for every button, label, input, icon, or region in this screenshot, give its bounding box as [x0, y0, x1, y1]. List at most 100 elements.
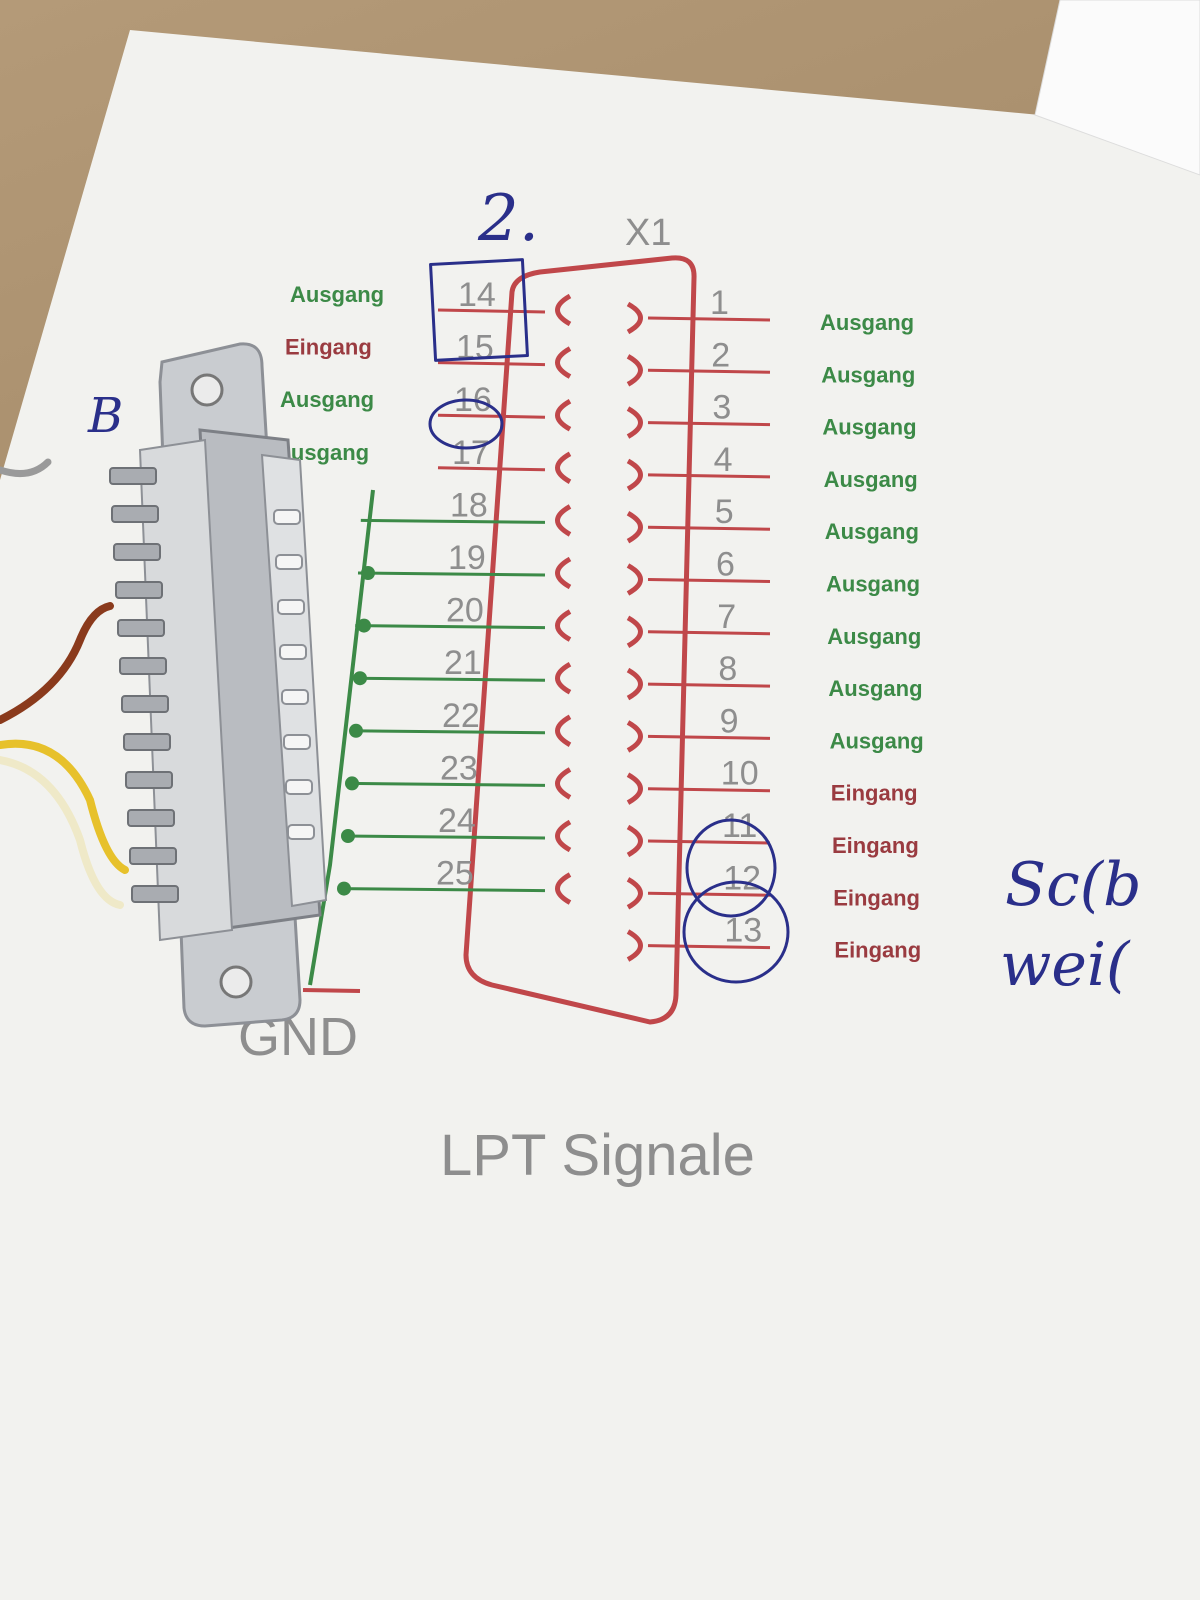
left-pin-25: 25 — [337, 855, 572, 905]
ground-bus — [302, 489, 375, 993]
right-pin-contact — [626, 511, 643, 544]
right-pin-signal: Ausgang — [824, 467, 918, 492]
handwritten-annotations: 2. B Sc(b wei( — [87, 182, 1142, 1000]
connector-title: X1 — [625, 212, 671, 254]
left-pin-contact — [555, 872, 572, 905]
right-pin-signal: Ausgang — [822, 415, 916, 440]
handwritten-box-14-15 — [429, 258, 529, 362]
right-pin-column: 1Ausgang2Ausgang3Ausgang4Ausgang5Ausgang… — [626, 284, 924, 963]
left-pin-number: 18 — [450, 486, 488, 524]
left-pin-19: 19 — [357, 539, 572, 590]
left-pin-contact — [555, 451, 572, 484]
right-pin-signal: Ausgang — [826, 572, 920, 597]
right-pin-contact — [626, 406, 643, 439]
right-pin-signal: Eingang — [834, 938, 921, 963]
right-pin-contact — [626, 720, 643, 753]
right-pin-number: 7 — [717, 598, 736, 636]
left-pin-column: 14Ausgang15Eingang16Ausgang17Ausgang1819… — [275, 276, 572, 905]
right-pin-contact — [626, 877, 643, 910]
left-pin-number: 14 — [458, 276, 496, 314]
left-pin-number: 20 — [446, 592, 484, 630]
right-pin-number: 9 — [720, 702, 739, 740]
left-pin-contact — [555, 767, 572, 800]
diagram-title: LPT Signale — [440, 1123, 755, 1188]
handwritten-note-line2: wei( — [1000, 930, 1131, 1000]
right-pin-signal: Ausgang — [827, 624, 921, 649]
right-pin-number: 5 — [715, 493, 734, 531]
right-pin-contact — [626, 563, 643, 596]
handwritten-circle-13 — [682, 880, 790, 984]
left-pin-number: 22 — [442, 697, 480, 735]
right-pin-contact — [626, 667, 643, 701]
right-pin-number: 3 — [712, 389, 731, 427]
right-pin-signal: Ausgang — [830, 728, 924, 753]
left-pin-18: 18 — [360, 486, 572, 537]
right-pin-signal: Ausgang — [828, 676, 922, 701]
right-pin-number: 10 — [721, 755, 759, 793]
right-pin-signal: Ausgang — [821, 362, 915, 387]
right-pin-contact — [626, 301, 643, 335]
right-pin-number: 6 — [716, 546, 735, 584]
left-pin-contact — [555, 293, 572, 327]
right-pin-number: 4 — [714, 441, 733, 479]
right-pin-contact — [626, 824, 643, 858]
handwritten-left-mark: B — [87, 388, 123, 444]
right-pin-number: 13 — [724, 912, 762, 950]
right-pin-contact — [626, 354, 643, 387]
left-pin-22: 22 — [349, 697, 572, 747]
left-pin-contact — [555, 609, 572, 642]
connector-outline — [463, 255, 697, 1025]
left-pin-number: 23 — [440, 749, 478, 787]
left-pin-number: 17 — [452, 434, 490, 472]
handwritten-circle-17 — [428, 398, 504, 450]
left-pin-signal: Eingang — [285, 335, 372, 360]
left-pin-contact — [555, 662, 572, 695]
right-pin-number: 12 — [723, 859, 761, 897]
left-pin-number: 24 — [438, 802, 476, 840]
handwritten-circle-12 — [685, 818, 777, 918]
left-pin-number: 21 — [444, 644, 482, 682]
left-pin-contact — [555, 504, 572, 537]
left-pin-number: 15 — [456, 329, 494, 367]
right-pin-number: 1 — [710, 284, 729, 322]
right-pin-signal: Ausgang — [825, 519, 919, 544]
left-pin-23: 23 — [345, 749, 572, 800]
right-pin-signal: Eingang — [833, 885, 920, 910]
right-pin-contact — [626, 615, 643, 648]
left-pin-signal: Ausgang — [280, 387, 374, 412]
right-pin-signal: Ausgang — [820, 310, 914, 335]
left-pin-15: 15 Eingang — [285, 329, 572, 379]
handwritten-top-mark: 2. — [477, 182, 539, 256]
right-pin-signal: Eingang — [831, 781, 918, 806]
left-pin-number: 19 — [448, 539, 486, 577]
right-pin-contact — [626, 929, 643, 962]
left-pin-24: 24 — [341, 802, 572, 853]
db25-plug — [109, 342, 328, 1028]
left-pin-14: 14 Ausgang — [290, 276, 572, 327]
left-pin-contact — [555, 346, 572, 379]
right-pin-contact — [626, 772, 643, 805]
right-pin-contact — [626, 458, 643, 492]
left-pin-21: 21 — [352, 644, 572, 695]
left-pin-contact — [555, 399, 572, 432]
left-pin-20: 20 — [355, 592, 572, 642]
left-pin-contact — [555, 556, 572, 590]
left-pin-signal: Ausgang — [290, 282, 384, 307]
left-pin-number: 25 — [436, 855, 474, 893]
